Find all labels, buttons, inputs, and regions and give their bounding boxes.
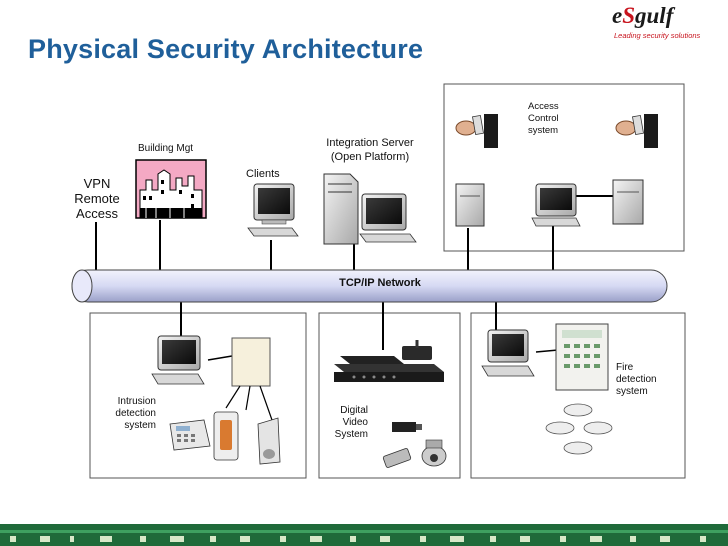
- label-line: (Open Platform): [330, 151, 410, 163]
- label-line: detection: [616, 374, 657, 385]
- clients-label: Clients: [246, 168, 280, 180]
- label-line: Video: [342, 417, 368, 428]
- integration-server-icon: [323, 173, 417, 245]
- sensor-wiring: [225, 385, 273, 421]
- controller-box-icon: [612, 179, 644, 225]
- fire-computer-icon: [481, 329, 535, 377]
- label-line: Remote: [74, 191, 120, 206]
- label-line: VPN: [83, 176, 111, 191]
- label-line: Control: [528, 113, 559, 124]
- label-line: Access: [76, 206, 118, 221]
- logo-wordmark: eSgulf: [612, 4, 722, 28]
- label-line: Access: [528, 101, 559, 112]
- camera-icon: [392, 422, 422, 432]
- label-line: Digital: [340, 405, 368, 416]
- intrusion-label: Intrusion detection system: [100, 396, 156, 432]
- network-label: TCP/IP Network: [339, 277, 421, 289]
- client-computer-icon: [247, 183, 299, 237]
- label-line: system: [528, 125, 559, 136]
- logo-tagline: Leading security solutions: [614, 31, 701, 40]
- camera-icon: [382, 448, 412, 468]
- video-label: Digital Video System: [324, 405, 368, 441]
- keypad-icon: [169, 419, 211, 451]
- label-line: system: [124, 420, 156, 431]
- card-reader-icon: [615, 114, 658, 148]
- label-line: Fire: [616, 362, 634, 373]
- page-title: Physical Security Architecture: [28, 34, 424, 64]
- smoke-detector-icon: [545, 403, 613, 455]
- label-line: Intrusion: [117, 396, 156, 407]
- siren-icon: [213, 411, 239, 461]
- label-line: Integration Server: [326, 137, 414, 149]
- network-links: [95, 195, 613, 350]
- decorative-circuit-strip: [0, 524, 728, 546]
- tcp-ip-network-bus: [71, 269, 668, 303]
- vpn-remote-access-label: VPN Remote Access: [66, 176, 128, 221]
- building-mgt-label: Building Mgt: [138, 143, 194, 154]
- integration-server-label: Integration Server (Open Platform): [312, 136, 428, 164]
- access-control-computer-icon: [531, 183, 581, 227]
- fire-panel-icon: [555, 323, 609, 391]
- fire-label: Fire detection system: [616, 362, 657, 398]
- label-line: detection: [115, 408, 156, 419]
- motion-sensor-icon: [257, 417, 281, 465]
- label-line: System: [334, 429, 368, 440]
- dome-camera-icon: [421, 439, 447, 467]
- logo-text-prefix: e: [612, 3, 623, 28]
- dvr-icon: [334, 340, 444, 382]
- logo-text-s: S: [622, 3, 636, 28]
- label-line: system: [616, 386, 648, 397]
- logo-text-suffix: gulf: [635, 3, 674, 28]
- intrusion-computer-icon: [151, 335, 205, 385]
- card-reader-icon: [455, 114, 498, 148]
- building-icon: [135, 159, 207, 219]
- esgulf-logo: eSgulf Leading security solutions: [612, 4, 722, 44]
- access-control-label: Access Control system: [528, 101, 559, 137]
- alarm-panel-icon: [231, 337, 271, 387]
- controller-box-icon: [455, 183, 485, 227]
